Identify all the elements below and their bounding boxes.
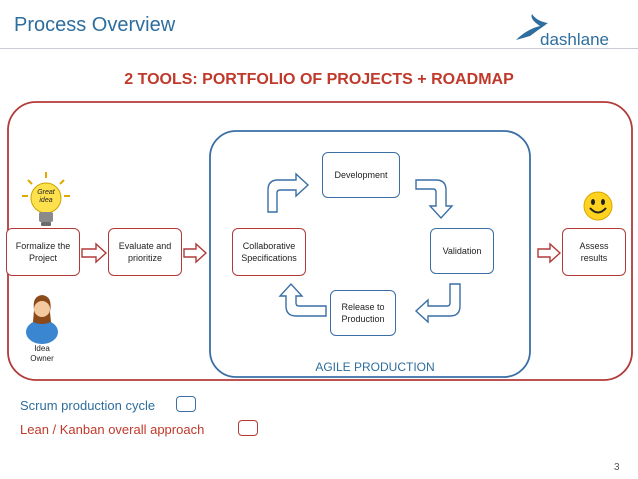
agile-production-label: AGILE PRODUCTION bbox=[315, 360, 435, 374]
logo-text: dashlane bbox=[540, 30, 610, 49]
arrow-release-to-spec bbox=[278, 282, 327, 317]
legend-lean-swatch bbox=[238, 420, 258, 436]
legend-lean-text: Lean / Kanban overall approach bbox=[20, 422, 205, 437]
bird-icon bbox=[516, 14, 548, 40]
development-box: Development bbox=[322, 152, 400, 198]
legend-scrum-text: Scrum production cycle bbox=[20, 398, 156, 413]
smiley-icon bbox=[582, 190, 614, 222]
development-label: Development bbox=[334, 170, 388, 180]
slide-subtitle: 2 TOOLS: PORTFOLIO OF PROJECTS + ROADMAP bbox=[124, 71, 514, 88]
assess-results-box: Assess results bbox=[562, 228, 626, 276]
collaborative-specs-box: Collaborative Specifications bbox=[232, 228, 306, 276]
evaluate-prioritize-box: Evaluate and prioritize bbox=[108, 228, 182, 276]
arrow-spec-to-dev bbox=[267, 172, 310, 213]
arrow-evaluate-agile bbox=[183, 242, 208, 264]
validation-label: Validation bbox=[442, 246, 482, 256]
collaborative-label: Collaborative Specifications bbox=[241, 241, 297, 263]
page-number: 3 bbox=[614, 462, 620, 473]
page-title: Process Overview bbox=[14, 14, 176, 36]
formalize-project-box: Formalize the Project bbox=[6, 228, 80, 276]
dashlane-logo bbox=[510, 10, 630, 48]
flow-arrows bbox=[81, 242, 562, 264]
arrow-dev-to-validation bbox=[415, 179, 454, 220]
validation-box: Validation bbox=[430, 228, 494, 274]
header-divider bbox=[0, 48, 638, 49]
idea-owner-label: Idea Owner bbox=[30, 344, 54, 363]
cycle-arrows bbox=[267, 172, 461, 324]
assess-label: Assess results bbox=[579, 241, 609, 263]
arrow-agile-assess bbox=[537, 242, 562, 264]
arrow-formalize-evaluate bbox=[81, 242, 108, 264]
lean-kanban-frame bbox=[7, 101, 633, 381]
release-label: Release to Production bbox=[341, 302, 385, 324]
scrum-frame bbox=[209, 130, 531, 378]
arrow-validation-to-release bbox=[414, 283, 461, 324]
lightbulb-icon: Great idea bbox=[20, 170, 72, 232]
release-box: Release to Production bbox=[330, 290, 396, 336]
person-icon bbox=[24, 292, 60, 344]
evaluate-label: Evaluate and prioritize bbox=[118, 241, 172, 263]
formalize-label: Formalize the Project bbox=[15, 241, 71, 263]
bulb-text: Great idea bbox=[37, 189, 55, 204]
legend-scrum-swatch bbox=[176, 396, 196, 412]
